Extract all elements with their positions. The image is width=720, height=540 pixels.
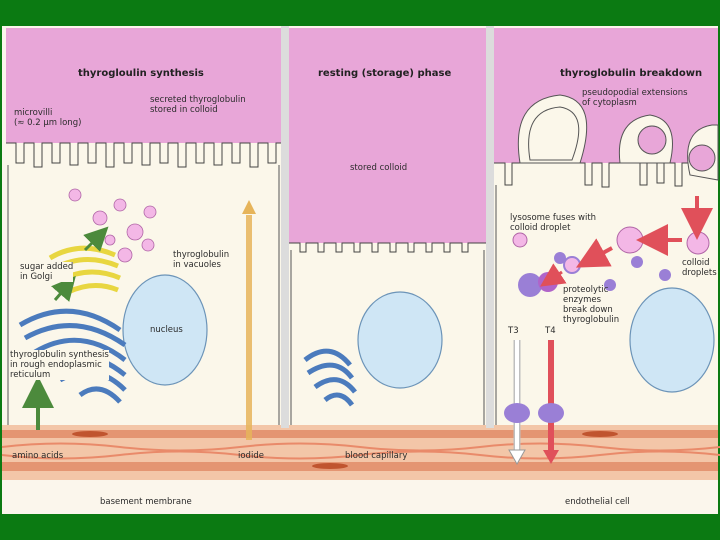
nucleus — [122, 274, 208, 386]
blood-capillary — [1, 425, 720, 480]
colloid-droplet — [616, 226, 644, 254]
t3-arrow — [508, 340, 526, 466]
label-enzymes: proteolytic enzymes break down thyroglob… — [563, 285, 620, 325]
label-vacuoles: thyroglobulin in vacuoles — [173, 250, 230, 270]
heading-synthesis: thyrogloulin synthesis — [78, 68, 204, 79]
label-nucleus: nucleus — [150, 325, 183, 335]
nucleus — [357, 291, 443, 389]
label-t4: T4 — [545, 326, 556, 336]
rough-endoplasmic-reticulum — [303, 348, 357, 407]
label-lysosome: lysosome fuses with colloid droplet — [510, 213, 597, 233]
breakdown-arrow — [540, 263, 567, 287]
panel-resting — [289, 28, 486, 425]
panel-divider — [486, 26, 494, 428]
proteolytic-lysosome — [518, 273, 542, 297]
label-blood-capillary: blood capillary — [345, 451, 408, 461]
cell-boundaries — [7, 165, 497, 425]
lysosome — [631, 256, 643, 268]
label-amino-acids: amino acids — [12, 451, 64, 461]
thyroglobulin-vacuoles — [68, 188, 157, 263]
endothelial-nucleus — [312, 463, 348, 469]
heading-resting: resting (storage) phase — [318, 68, 452, 79]
microvilli — [6, 142, 281, 168]
panel-divider — [281, 26, 289, 428]
lysosome — [554, 252, 566, 264]
nucleus — [629, 287, 715, 393]
label-pseudopodial: pseudopodial extensions of cytoplasm — [582, 88, 688, 108]
label-basement-membrane: basement membrane — [100, 497, 192, 507]
panel-breakdown — [494, 28, 719, 466]
t4-arrow — [543, 340, 559, 464]
fusion-arrow — [575, 238, 613, 268]
label-stored-colloid: stored colloid — [350, 163, 408, 173]
engulfed-colloid-droplet — [637, 125, 667, 155]
label-microvilli: microvilli (≈ 0.2 μm long) — [14, 108, 82, 128]
label-endothelial-cell: endothelial cell — [565, 497, 630, 507]
lysosome — [563, 256, 581, 274]
heading-breakdown: thyroglobulin breakdown — [560, 68, 703, 79]
iodide-arrow — [242, 200, 256, 440]
colloid-droplet — [686, 231, 710, 255]
label-colloid-droplets: colloid droplets — [682, 258, 717, 278]
endothelial-nucleus — [582, 431, 618, 437]
golgi-to-vacuole-arrow — [83, 226, 109, 252]
label-er: thyroglobulin synthesis in rough endopla… — [10, 350, 109, 380]
label-sugar: sugar added in Golgi — [20, 262, 74, 282]
label-iodide: iodide — [238, 451, 264, 461]
er-to-golgi-arrow — [51, 275, 76, 302]
colloid-droplet — [512, 232, 528, 248]
membrane-transporter — [504, 403, 530, 423]
lysosome — [604, 279, 616, 291]
endothelial-nucleus — [72, 431, 108, 437]
lysosome — [659, 269, 671, 281]
label-t3: T3 — [508, 326, 519, 336]
label-secreted: secreted thyroglobulin stored in colloid — [150, 95, 246, 115]
membrane-transporter — [538, 403, 564, 423]
engulfed-colloid-droplet — [688, 144, 716, 172]
flat-microvilli — [289, 242, 486, 253]
